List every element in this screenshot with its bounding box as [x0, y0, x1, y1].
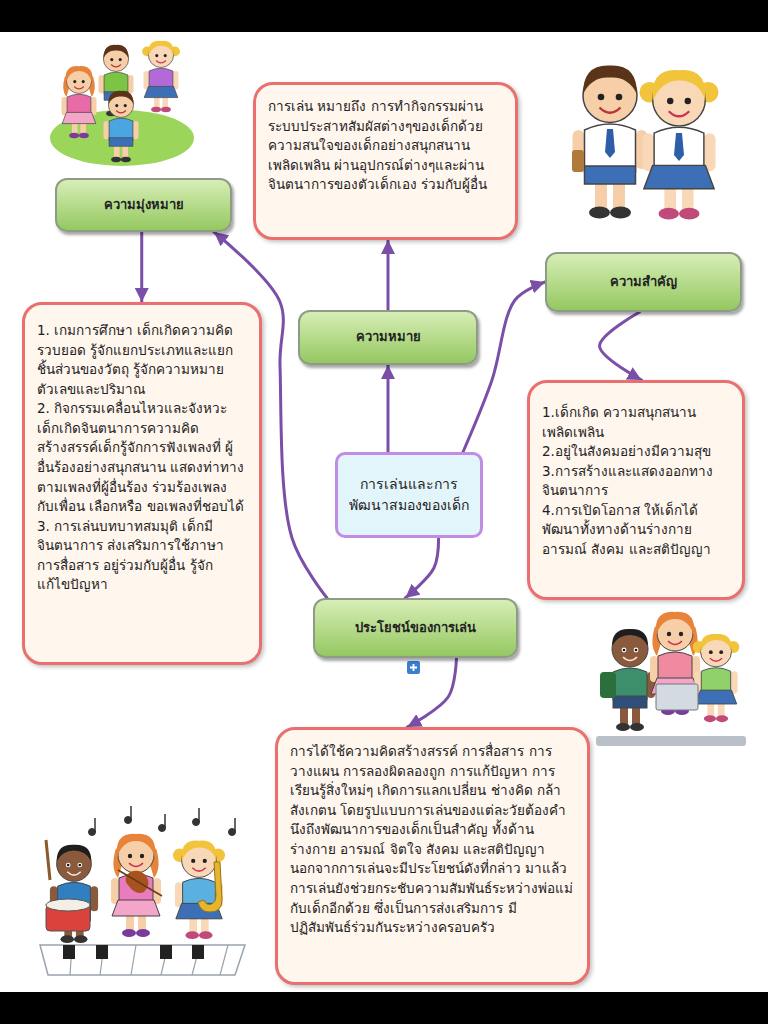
kid-figure [693, 634, 740, 722]
kid-figure [104, 91, 139, 162]
topic-box: ความหมาย [298, 310, 478, 365]
node-label: การเล่นและการ พัฒนาสมองของเด็ก [346, 474, 472, 516]
kid-figure [142, 41, 180, 113]
note-box: การได้ใช้ความคิดสร้างสรรค์ การสื่อสาร กา… [275, 727, 590, 985]
body-text: 4.การเปิดโอกาส ให้เด็กได้ พัฒนาทั้งทางด้… [542, 501, 730, 560]
expand-icon [407, 661, 420, 674]
laptop [656, 684, 698, 710]
connector-arrow [387, 365, 390, 452]
tie [605, 129, 615, 158]
kids-with-laptop-illustration [596, 612, 746, 746]
kid-figure [639, 70, 718, 220]
body-text: 2.อยู่ในสังคมอย่างมีความสุข [542, 442, 730, 462]
music-kids-illustration [40, 806, 245, 975]
node-label: ประโยชน์ของการเล่น [355, 619, 476, 637]
body-text: การได้ใช้ความคิดสร้างสรรค์ การสื่อสาร กา… [290, 742, 575, 938]
violin-bow [118, 870, 162, 896]
drumstick [46, 840, 50, 880]
connector-arrow [140, 232, 143, 302]
node-label: ความมุ่งหมาย [104, 196, 184, 214]
body-text: 2. กิจกรรมเคลื่อนไหวและจังหวะ เด็กเกิดจิ… [37, 399, 247, 516]
topic-box: ประโยชน์ของการเล่น [313, 598, 518, 658]
kid-figure [62, 66, 97, 138]
saxophone [198, 862, 222, 912]
drum [46, 899, 90, 911]
topic-box: ความสำคัญ [545, 252, 742, 312]
connector-arrow [600, 312, 642, 380]
bag-strap [572, 150, 584, 172]
node-label: ความสำคัญ [610, 273, 677, 291]
kid-figure [573, 65, 648, 218]
node-label: ความหมาย [356, 328, 421, 346]
connector-arrow [407, 658, 456, 727]
school-kids-illustration [572, 65, 719, 219]
kid-figure [173, 841, 225, 939]
kid-figure [111, 834, 161, 937]
note-box: 1. เกมการศึกษา เด็กเกิดความคิด รวบยอด รู… [22, 302, 262, 665]
note-box: การเล่น หมายถึง การทำกิจกรรมผ่าน ระบบประ… [253, 82, 518, 240]
body-text: การเล่น หมายถึง การทำกิจกรรมผ่าน ระบบประ… [268, 97, 503, 195]
bottom-bar [0, 992, 768, 1024]
note-box: 1.เด็กเกิด ความสนุกสนาน เพลิดเพลิน2.อยู่… [527, 380, 745, 600]
body-text: 3. การเล่นบทบาทสมมุติ เด็กมี จินตนาการ ส… [37, 517, 247, 595]
body-text: 1.เด็กเกิด ความสนุกสนาน เพลิดเพลิน [542, 403, 730, 442]
playing-kids-illustration [50, 41, 194, 166]
central-topic: การเล่นและการ พัฒนาสมองของเด็ก [335, 452, 483, 538]
topic-box: ความมุ่งหมาย [55, 178, 232, 232]
body-text: 3.การสร้างและแสดงออกทาง จินตนาการ [542, 462, 730, 501]
kid-figure [650, 612, 700, 715]
connector-arrow [387, 240, 390, 310]
tie [674, 133, 684, 161]
body-text: 1. เกมการศึกษา เด็กเกิดความคิด รวบยอด รู… [37, 321, 247, 399]
music-notes [89, 806, 236, 836]
piano-keys [40, 945, 245, 975]
connector-arrow [405, 538, 438, 598]
top-bar [0, 0, 768, 32]
backpack [600, 672, 616, 698]
